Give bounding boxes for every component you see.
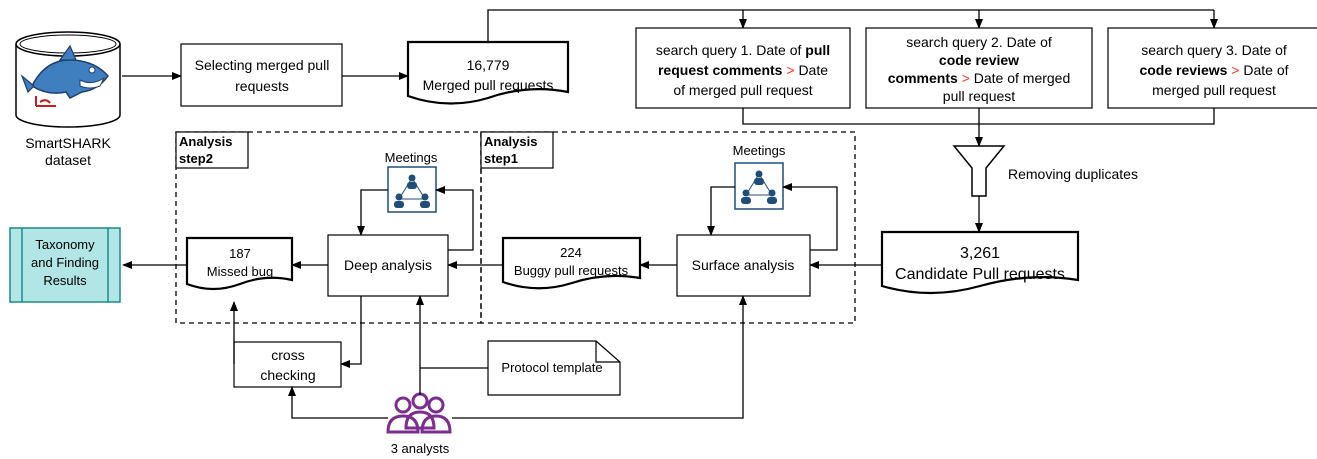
step1-label-box xyxy=(480,131,554,169)
deep-label: Deep analysis xyxy=(344,257,432,273)
deep-analysis-box xyxy=(327,234,449,297)
taxonomy-results-box xyxy=(9,227,121,303)
arrow-surface-to-meetings1 xyxy=(782,183,838,251)
missed-count: 187 xyxy=(229,246,251,261)
query2-line2: code review xyxy=(939,52,1019,68)
arrow-analysts-to-cross xyxy=(288,386,388,419)
protocol-fold xyxy=(595,341,620,363)
arrow-analysts-to-surface xyxy=(452,295,747,419)
cross-line1: cross xyxy=(271,347,304,363)
query3-line1: search query 3. Date of xyxy=(1141,42,1287,58)
protocol-label: Protocol template xyxy=(501,360,602,375)
step1-line2: step1 xyxy=(484,151,518,166)
protocol-template-document xyxy=(487,340,621,396)
analysis-step1-region xyxy=(480,131,856,324)
taxonomy-line3: Results xyxy=(43,273,87,288)
cross-line2: checking xyxy=(260,367,315,383)
meetings1-label: Meetings xyxy=(733,143,786,158)
select-line2: requests xyxy=(235,78,289,94)
taxonomy-line2: and Finding xyxy=(31,255,99,270)
query1-line1: search query 1. Date of pull xyxy=(656,42,830,58)
meetings2-label: Meetings xyxy=(385,150,438,165)
query3-box xyxy=(1107,27,1317,109)
missed-bug-document xyxy=(185,236,294,291)
step2-label-box xyxy=(175,131,249,169)
query1-line3: of merged pull request xyxy=(673,82,812,98)
merged-pr-document xyxy=(406,40,570,105)
dataset-label-line1: SmartSHARK xyxy=(25,135,111,151)
select-merged-box xyxy=(180,43,343,107)
dedup-label: Removing duplicates xyxy=(1008,166,1138,182)
step2-line2: step2 xyxy=(179,151,213,166)
cross-checking-box xyxy=(233,341,342,388)
analysts-icon xyxy=(386,392,452,434)
arrow-meetings2-to-deep xyxy=(357,189,388,236)
merged-count: 16,779 xyxy=(467,57,510,73)
top-connector xyxy=(487,9,1214,42)
analysts-label: 3 analysts xyxy=(391,441,450,456)
arrow-deep-to-meetings2 xyxy=(435,186,474,251)
missed-label: Missed bug xyxy=(207,264,273,279)
query3-line2: code reviews > Date of xyxy=(1139,62,1288,78)
arrow-deep-to-cross xyxy=(340,296,362,368)
step2-line1: Analysis xyxy=(179,134,232,149)
step1-line1: Analysis xyxy=(484,134,537,149)
analysis-step2-region xyxy=(175,131,482,324)
buggy-label: Buggy pull requests xyxy=(514,263,629,278)
merged-label: Merged pull requests xyxy=(423,77,554,93)
query2-line1: search query 2. Date of xyxy=(906,34,1052,50)
candidate-count: 3,261 xyxy=(960,245,1000,262)
arrow-meetings1-to-surface xyxy=(707,186,735,236)
select-line1: Selecting merged pull xyxy=(195,57,330,73)
query1-line2: request comments > Date xyxy=(658,62,828,78)
meeting-icon-step1 xyxy=(734,162,784,210)
query3-line3: merged pull request xyxy=(1152,82,1276,98)
candidate-pr-document xyxy=(880,230,1080,295)
dataset-label-line2: dataset xyxy=(45,152,91,168)
surface-label: Surface analysis xyxy=(692,257,795,273)
query2-line3: comments > Date of merged xyxy=(888,70,1071,86)
buggy-count: 224 xyxy=(560,245,582,260)
query2-line4: pull request xyxy=(943,88,1015,104)
candidate-label: Candidate Pull requests xyxy=(895,266,1065,283)
meeting-icon-step2 xyxy=(387,166,437,213)
buggy-pr-document xyxy=(501,236,642,290)
taxonomy-line1: Taxonomy xyxy=(35,237,95,252)
shark-logo-icon xyxy=(20,44,109,107)
filter-funnel-icon xyxy=(952,145,1006,197)
